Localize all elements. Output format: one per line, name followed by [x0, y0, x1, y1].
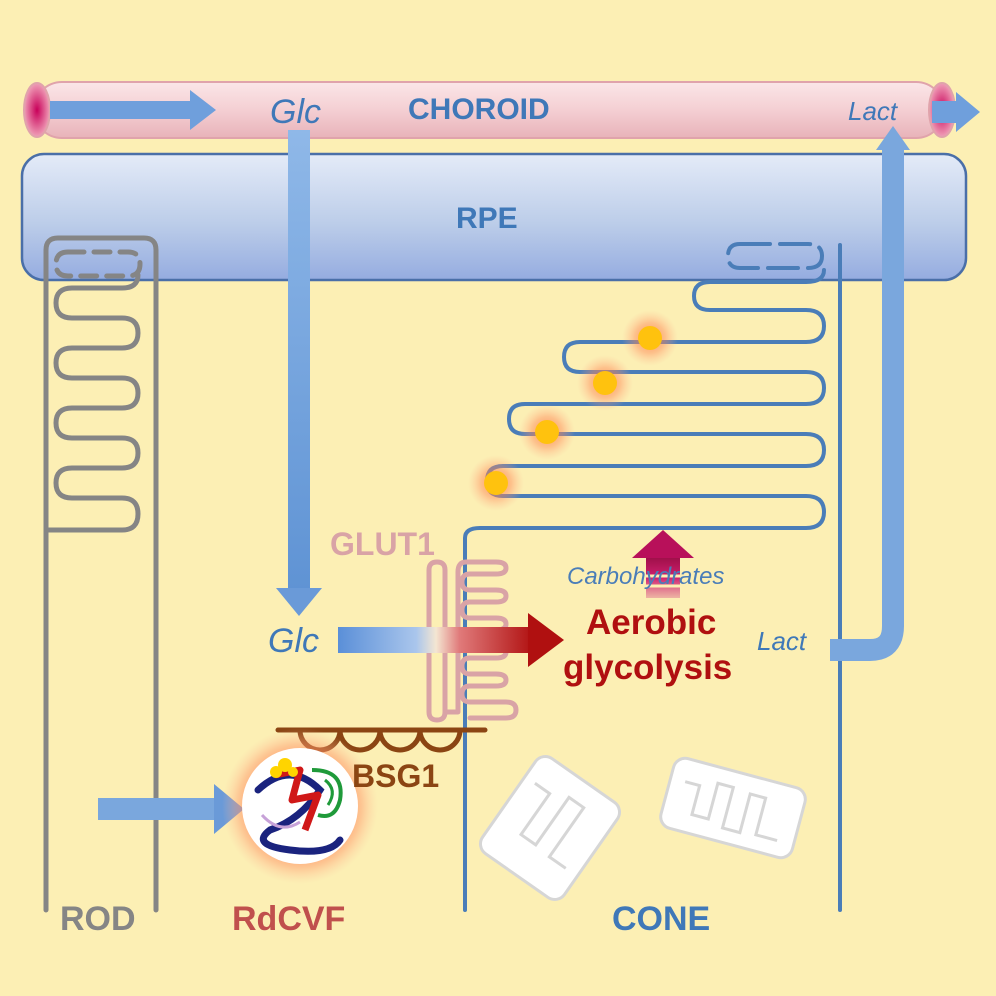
rod-top-disc [53, 249, 143, 279]
cone-outline-left-and-discs [463, 268, 826, 912]
glucose-down-arrow [276, 130, 322, 616]
glycolysis-label: glycolysis [563, 648, 733, 687]
aerobic-label: Aerobic [586, 603, 717, 642]
mitochondrion-left [478, 755, 622, 901]
disc-dot [593, 371, 617, 395]
lact-top-label: Lact [848, 96, 898, 126]
cone-label: CONE [612, 900, 711, 938]
blood-flow-in-arrow [50, 90, 216, 130]
rod-outline [43, 235, 159, 913]
glc-mid-label: Glc [268, 622, 319, 660]
mitochondrion-right [659, 756, 807, 860]
glc-top-label: Glc [270, 93, 321, 131]
vessel-inlet-cap [23, 82, 51, 138]
bsg1-label: BSG1 [352, 758, 440, 794]
rod-label: ROD [60, 900, 136, 938]
glc-to-glycolysis-arrow [338, 613, 564, 667]
lactate-up-arrowhead [876, 126, 910, 150]
cone-top-disc [726, 242, 824, 270]
rdcvf-protein [222, 728, 378, 884]
carbohydrates-up-arrow [632, 530, 694, 598]
carbohydrates-label: Carbohydrates [567, 563, 725, 590]
lactate-up-arrow [830, 148, 904, 661]
cone-disc-markers [468, 310, 678, 511]
cone-cell [463, 242, 842, 912]
lact-mid-label: Lact [757, 626, 807, 656]
disc-dot [535, 420, 559, 444]
disc-dot [484, 471, 508, 495]
rod-discs [43, 272, 141, 533]
blood-flow-out-arrow [932, 92, 980, 132]
rpe-label: RPE [456, 202, 518, 235]
rod-cell [43, 235, 159, 913]
disc-dot [638, 326, 662, 350]
choroid-label: CHOROID [408, 93, 550, 126]
glut1-transporter [426, 559, 519, 723]
glut1-label: GLUT1 [330, 526, 435, 562]
rdcvf-label: RdCVF [232, 900, 346, 938]
